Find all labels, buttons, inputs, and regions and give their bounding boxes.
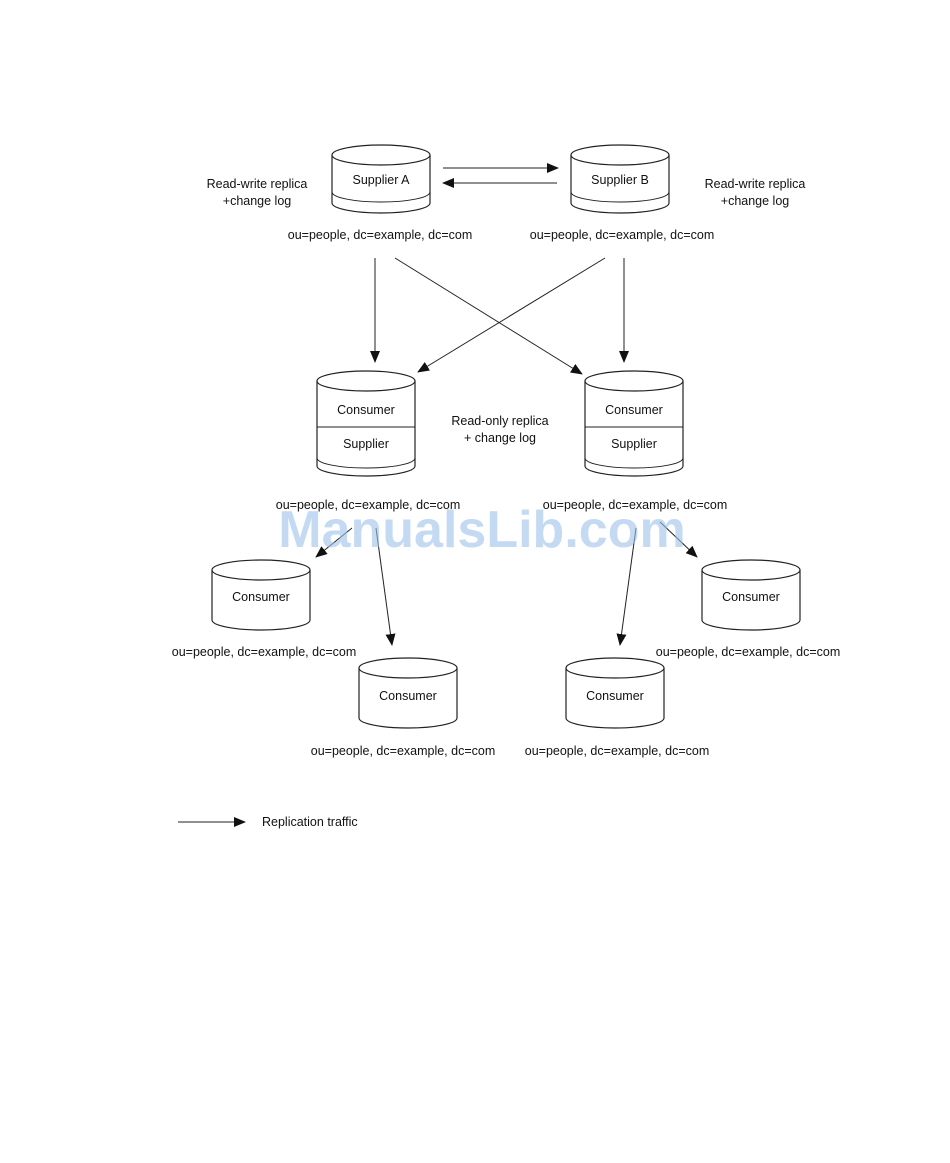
supplier-a-dn: ou=people, dc=example, dc=com — [288, 228, 473, 242]
hub-left-dn: ou=people, dc=example, dc=com — [276, 498, 461, 512]
consumer-1-cylinder: Consumer — [211, 559, 311, 631]
consumer-3-cylinder: Consumer — [565, 657, 665, 729]
hub-left-top-label: Consumer — [337, 403, 395, 417]
consumer-4-cylinder: Consumer — [701, 559, 801, 631]
ro-mid-line2: + change log — [464, 431, 536, 445]
supplier-a-cylinder: Supplier A — [331, 144, 431, 214]
consumer-2-dn: ou=people, dc=example, dc=com — [311, 744, 496, 758]
ro-mid-line1: Read-only replica — [451, 414, 548, 428]
rw-left-line2: +change log — [223, 194, 292, 208]
arrow-hub-left-to-consumer-1 — [315, 527, 353, 558]
rw-right-line1: Read-write replica — [705, 177, 806, 191]
hub-right-dn: ou=people, dc=example, dc=com — [543, 498, 728, 512]
arrow-hub-right-to-consumer-3 — [616, 527, 637, 646]
supplier-b-cylinder: Supplier B — [570, 144, 670, 214]
hub-right-bottom-label: Supplier — [611, 437, 657, 451]
hub-right-top-label: Consumer — [605, 403, 663, 417]
supplier-b-dn: ou=people, dc=example, dc=com — [530, 228, 715, 242]
watermark-text: ManualsLib.com — [278, 501, 685, 559]
consumer-1-dn: ou=people, dc=example, dc=com — [172, 645, 357, 659]
consumer-4-dn: ou=people, dc=example, dc=com — [656, 645, 841, 659]
consumer-4-label: Consumer — [722, 590, 780, 604]
consumer-2-label: Consumer — [379, 689, 437, 703]
legend-label: Replication traffic — [262, 815, 358, 829]
consumer-1-label: Consumer — [232, 590, 290, 604]
supplier-b-label: Supplier B — [591, 173, 649, 187]
rw-left-line1: Read-write replica — [207, 177, 308, 191]
hub-left-bottom-label: Supplier — [343, 437, 389, 451]
consumer-3-label: Consumer — [586, 689, 644, 703]
arrow-supplier-b-to-hub-left — [417, 257, 606, 373]
supplier-a-label: Supplier A — [353, 173, 411, 187]
hub-left-cylinder: Consumer Supplier — [316, 370, 416, 477]
legend: Replication traffic — [178, 815, 358, 829]
arrow-supplier-a-to-hub-right — [394, 257, 583, 375]
consumer-2-cylinder: Consumer — [358, 657, 458, 729]
rw-right-line2: +change log — [721, 194, 790, 208]
consumer-3-dn: ou=people, dc=example, dc=com — [525, 744, 710, 758]
arrow-hub-right-to-consumer-4 — [659, 521, 698, 558]
arrow-hub-left-to-consumer-2 — [375, 527, 396, 646]
hub-right-cylinder: Consumer Supplier — [584, 370, 684, 477]
